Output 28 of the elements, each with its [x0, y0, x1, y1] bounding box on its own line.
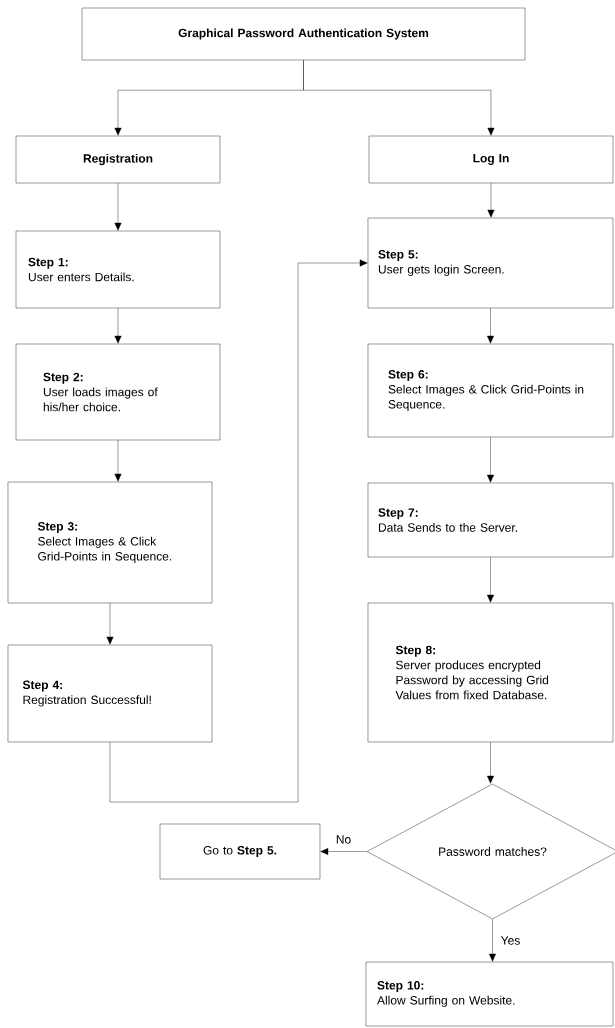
process-box: Step 6: Select Images & Click Grid-Points in Sequence. [367, 343, 614, 438]
arrow [487, 742, 494, 784]
process-box: Step 4: Registration Successful! [7, 644, 213, 743]
process-box: Step 1: User enters Details. [15, 230, 221, 309]
arrow [487, 183, 495, 218]
edge-label: No [334, 834, 353, 845]
arrow [487, 437, 494, 483]
process-box: Step 8: Server produces encrypted Password by accessing Grid Values from fixed Database. [367, 602, 614, 743]
arrow [489, 919, 496, 962]
arrow [114, 440, 122, 482]
edge-label: Yes [499, 935, 522, 946]
process-box: Step 10: Allow Surfing on Website. [365, 961, 614, 1027]
arrow [114, 308, 122, 344]
process-box: Step 5: User gets login Screen. [367, 217, 614, 309]
arrow [487, 557, 494, 603]
arrow [320, 848, 367, 855]
arrow [303, 60, 495, 136]
process-box: Registration [15, 135, 221, 184]
arrow [487, 308, 494, 344]
process-box: Step 2: User loads images of his/her choice. [15, 343, 221, 441]
process-box: Go to Step 5. [159, 823, 321, 880]
process-box: Log In [368, 135, 614, 184]
arrow [106, 603, 114, 645]
arrow [109, 259, 368, 803]
arrow [114, 183, 122, 231]
title-box: Graphical Password Authentication System [81, 7, 526, 61]
process-box: Step 3: Select Images & Click Grid-Points in Sequence. [7, 481, 213, 604]
process-box: Step 7: Data Sends to the Server. [367, 482, 614, 558]
